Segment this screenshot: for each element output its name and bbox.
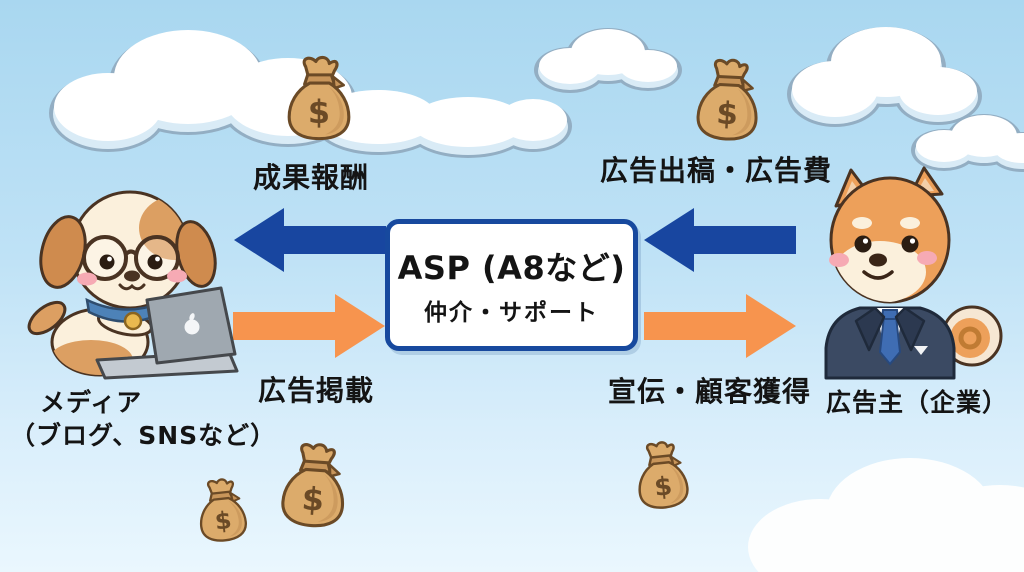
label-reward: 成果報酬 [253, 161, 370, 194]
money-bag-icon: $ [695, 57, 761, 142]
cloud-icon [534, 28, 682, 93]
arrow-right-ad-publishing [233, 294, 385, 358]
dollar-sign: $ [301, 479, 326, 518]
cloud-icon [911, 114, 1024, 172]
arrow-left-ad-submission [644, 208, 796, 272]
advertiser-shiba-character-icon [824, 166, 1003, 380]
laptop-icon [95, 286, 239, 380]
dollar-sign: $ [308, 93, 330, 131]
cloud-icon [49, 30, 572, 158]
asp-box-subtitle: 仲介・サポート [424, 300, 599, 326]
asp-box: ASP (A8など) 仲介・サポート [385, 219, 638, 351]
cloud-icon [748, 458, 1024, 572]
label-ad-publishing: 広告掲載 [258, 374, 375, 407]
label-media-detail: （ブログ、SNSなど） [10, 421, 277, 450]
arrow-right-promotion [644, 294, 796, 358]
cloud-icon [787, 27, 982, 127]
pocket-square [914, 346, 928, 355]
money-bag-icon: $ [633, 438, 691, 512]
asp-box-title: ASP (A8など) [397, 249, 626, 287]
dollar-sign: $ [653, 471, 674, 503]
curled-tail [941, 305, 1003, 367]
label-advertiser: 広告主（企業） [826, 388, 1009, 417]
label-promotion: 宣伝・顧客獲得 [608, 375, 812, 408]
label-media: メディア （ブログ、SNSなど） [10, 386, 276, 452]
dollar-sign: $ [716, 95, 739, 132]
money-bag-icon: $ [195, 476, 249, 544]
media-dog-character-icon [27, 190, 239, 380]
label-media-name: メディア [40, 388, 143, 417]
money-bag-icon: $ [287, 55, 351, 141]
money-bag-icon: $ [279, 440, 349, 530]
business-suit [824, 306, 956, 380]
dollar-sign: $ [213, 506, 232, 536]
arrow-left-reward [234, 208, 386, 272]
label-ad-submission: 広告出稿・広告費 [600, 154, 833, 187]
